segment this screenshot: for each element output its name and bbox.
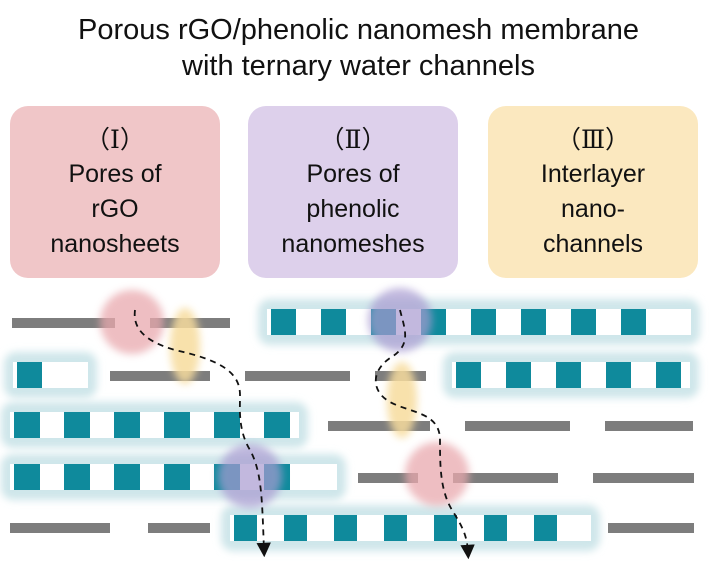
rgo-sheet-6 xyxy=(608,523,694,533)
rgo-sheet-3 xyxy=(328,421,693,431)
rgo-sheet-4 xyxy=(358,473,694,483)
rgo-sheet-3-pore-2 xyxy=(570,421,605,431)
nanomesh-6-block-3 xyxy=(334,515,357,541)
water-path-2 xyxy=(374,309,475,560)
nanomesh-1-block-1 xyxy=(271,309,296,335)
legend-numeral-1: （Ⅰ） xyxy=(85,125,145,154)
legend-box-interlayer-channels: （Ⅲ） Interlayer nano- channels xyxy=(488,106,698,278)
nanomesh-3-block-5 xyxy=(656,362,681,388)
legend-text-2-line-3: nanomeshes xyxy=(281,230,425,258)
legend-text-1-line-2: rGO xyxy=(91,195,139,223)
nanomesh-5-block-4 xyxy=(164,464,190,490)
nanomesh-5-block-1 xyxy=(14,464,40,490)
rgo-pore-marker-2 xyxy=(405,442,469,506)
nanomesh-3-block-2 xyxy=(506,362,531,388)
nanomesh-pore-marker-1 xyxy=(368,288,432,352)
nanomesh-6-block-6 xyxy=(484,515,507,541)
nanomesh-5-block-3 xyxy=(114,464,140,490)
water-paths xyxy=(133,309,475,560)
legend-text-3-line-1: Interlayer xyxy=(540,160,646,188)
nanomesh-1-block-6 xyxy=(521,309,546,335)
legend-text-3-line-3: channels xyxy=(542,230,644,258)
legend-numeral-2: （Ⅱ） xyxy=(319,125,387,154)
legend-text-2-line-1: Pores of xyxy=(306,160,400,188)
nanomesh-4-block-5 xyxy=(214,412,240,438)
rgo-sheet-5-pore-1 xyxy=(110,523,148,533)
water-path-1 xyxy=(133,309,271,558)
legend-box-phenolic-pores: （Ⅱ） Pores of phenolic nanomeshes xyxy=(248,106,458,278)
nanomesh-6-block-1 xyxy=(234,515,257,541)
nanomesh-4-block-3 xyxy=(114,412,140,438)
nanomesh-1-block-5 xyxy=(471,309,496,335)
nanomesh-5-block-2 xyxy=(64,464,90,490)
nanomesh-1-block-7 xyxy=(571,309,596,335)
rgo-sheet-2-pore-1 xyxy=(210,371,245,381)
nanomesh-6-block-7 xyxy=(534,515,557,541)
rgo-pore-marker-1 xyxy=(100,290,164,354)
nanomesh-1-block-8 xyxy=(621,309,646,335)
interlayer-marker-1 xyxy=(170,308,200,384)
nanomesh-6-block-4 xyxy=(384,515,407,541)
nanomesh-4-block-6 xyxy=(264,412,290,438)
nanomesh-6-block-2 xyxy=(284,515,307,541)
rgo-sheet-2 xyxy=(110,371,426,381)
nanomesh-4-block-1 xyxy=(14,412,40,438)
nanomesh-4-block-4 xyxy=(164,412,190,438)
rgo-sheet-4-pore-2 xyxy=(558,473,593,483)
channel-markers xyxy=(100,288,469,508)
legend-numeral-3: （Ⅲ） xyxy=(555,125,631,154)
legend-text-1-line-3: nanosheets xyxy=(50,230,180,258)
interlayer-marker-2 xyxy=(387,362,417,438)
nanomesh-2-block-1 xyxy=(17,362,42,388)
nanomesh-4-backing xyxy=(10,412,299,438)
nanomesh-4-block-2 xyxy=(64,412,90,438)
rgo-sheet-3-pore-1 xyxy=(430,421,465,431)
legend-box-rgo-pores: （Ⅰ） Pores of rGO nanosheets xyxy=(10,106,220,278)
legend-text-1-line-1: Pores of xyxy=(68,160,162,188)
title-line-2: with ternary water channels xyxy=(182,50,535,82)
legend-text-2-line-2: phenolic xyxy=(306,195,400,223)
diagram-title: Porous rGO/phenolic nanomesh membrane wi… xyxy=(0,12,717,84)
nanomesh-1-block-2 xyxy=(321,309,346,335)
nanomesh-3-block-1 xyxy=(456,362,481,388)
membrane-layers xyxy=(1,299,700,551)
nanomesh-6-block-5 xyxy=(434,515,457,541)
rgo-sheet-2-pore-2 xyxy=(350,371,375,381)
nanomesh-pore-marker-2 xyxy=(218,444,282,508)
legend-text-3-line-2: nano- xyxy=(561,195,625,223)
title-line-1: Porous rGO/phenolic nanomesh membrane xyxy=(78,14,639,46)
nanomesh-3-block-4 xyxy=(606,362,631,388)
nanomesh-3-block-3 xyxy=(556,362,581,388)
